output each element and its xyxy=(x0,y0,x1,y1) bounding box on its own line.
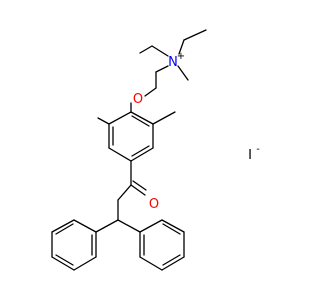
ring-bond xyxy=(130,111,154,125)
ring-double-bond xyxy=(162,254,181,266)
nitrogen-atom-label: N xyxy=(168,55,178,70)
ring-bond xyxy=(139,256,163,271)
structure-canvas: N + O O I - xyxy=(51,29,260,271)
ring-bond xyxy=(73,256,97,271)
bond-carbonyl-ch2 xyxy=(117,184,132,201)
ring-bond xyxy=(51,256,75,271)
ring-bond xyxy=(161,256,185,271)
ketone-oxygen-label: O xyxy=(149,197,159,212)
iodide-charge: - xyxy=(256,144,260,155)
bond-n-ethyl2 xyxy=(178,39,185,55)
bond-n-ch2 xyxy=(155,65,169,73)
ring-bond xyxy=(51,219,75,233)
ring-bond xyxy=(73,219,97,233)
ketone-chain xyxy=(117,160,147,221)
ring-bond xyxy=(108,111,132,125)
bond-ch2-o xyxy=(144,87,157,97)
ammonium-group xyxy=(139,29,207,81)
bond-ethyl2 xyxy=(183,29,207,41)
central-benzene-ring xyxy=(108,111,154,162)
bond-ch-phenyl-left xyxy=(95,219,119,233)
right-phenyl-ring xyxy=(139,219,185,271)
bond-methyl-right xyxy=(152,111,176,125)
bond-carbonyl-o xyxy=(130,184,146,196)
bond-methyl-left xyxy=(97,117,110,125)
ring-double-bond xyxy=(55,223,74,235)
bond-n-methyl xyxy=(177,65,189,81)
nitrogen-charge: + xyxy=(177,51,185,62)
ring-double-bond xyxy=(55,254,74,266)
bond-carbonyl-o-double xyxy=(132,180,147,191)
ring-bond xyxy=(130,147,154,162)
ring-double-bond xyxy=(131,115,150,127)
ring-bond xyxy=(139,219,163,233)
molecule-drawing: N + O O I - xyxy=(51,29,260,271)
ring-double-bond xyxy=(162,223,181,235)
ether-oxygen-label: O xyxy=(133,92,143,107)
ring-double-bond xyxy=(131,145,150,157)
iodide-label: I xyxy=(248,148,252,163)
bond-n-ethyl1 xyxy=(151,45,169,57)
left-phenyl-ring xyxy=(51,219,97,271)
ring-bond xyxy=(108,147,132,162)
ring-bond xyxy=(161,219,185,233)
bond-ethyl1 xyxy=(139,45,153,54)
bond-ch-phenyl-right xyxy=(117,219,141,233)
ethylene-linker xyxy=(144,71,157,97)
